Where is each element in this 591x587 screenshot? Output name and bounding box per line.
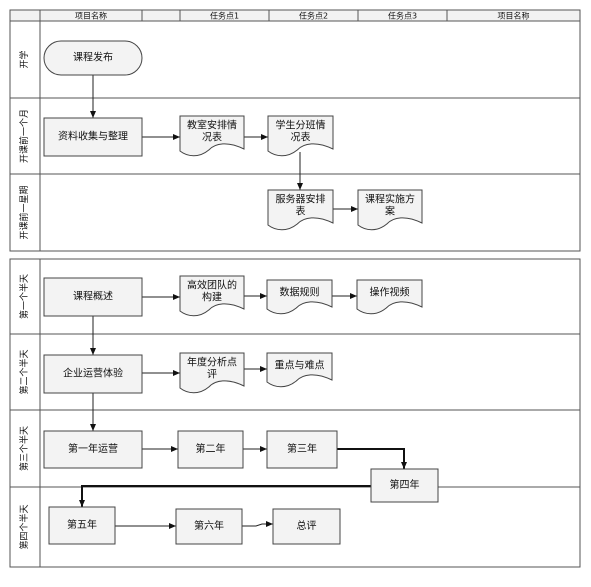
flow-node-terminator: 课程发布 — [43, 40, 143, 76]
document-shape — [267, 189, 334, 231]
panel-border — [9, 20, 581, 252]
flow-node-process: 第三年 — [266, 430, 338, 469]
connector-arrow — [242, 521, 273, 527]
document-shape — [266, 279, 333, 315]
lane-label: 第二个半天 — [18, 349, 30, 394]
node-label: 况表 — [202, 131, 222, 144]
process-shape — [177, 430, 244, 469]
flow-node-document: 重点与难点 — [266, 352, 333, 388]
header-label: 任务点1 — [210, 11, 239, 21]
lane-label: 第一个半天 — [18, 274, 30, 319]
document-shape — [357, 189, 423, 231]
process-shape — [266, 430, 338, 469]
node-label: 第二年 — [196, 442, 226, 455]
flow-node-process: 第二年 — [177, 430, 244, 469]
node-label: 第一年运营 — [68, 442, 118, 455]
document-shape — [179, 352, 245, 394]
node-label: 学生分班情 — [276, 119, 326, 132]
flow-node-process: 第四年 — [370, 468, 439, 503]
node-label: 案 — [385, 205, 395, 218]
header-cell — [9, 9, 41, 22]
header-label: 项目名称 — [498, 11, 530, 21]
node-label: 评 — [207, 369, 217, 381]
header-row: 项目名称 任务点1 任务点2 任务点3 项目名称 — [9, 9, 581, 22]
node-label: 高效团队的 — [187, 279, 237, 292]
node-label: 总评 — [297, 519, 317, 532]
process-shape — [370, 468, 439, 503]
node-label: 数据规则 — [280, 286, 320, 299]
node-label: 况表 — [291, 131, 311, 144]
process-shape — [43, 277, 143, 317]
node-label: 企业运营体验 — [63, 367, 123, 380]
node-label: 第五年 — [67, 518, 97, 531]
node-label: 重点与难点 — [275, 359, 325, 372]
lane-label: 开课前一个月 — [18, 109, 30, 163]
header-label: 任务点3 — [388, 11, 417, 21]
flow-node-process: 资料收集与整理 — [43, 117, 143, 157]
flow-node-process: 课程概述 — [43, 277, 143, 317]
connector-arrow — [79, 485, 371, 507]
process-shape — [43, 117, 143, 157]
lane-label: 开学 — [18, 50, 30, 68]
lane-label: 第四个半天 — [18, 504, 30, 549]
header-label: 项目名称 — [75, 11, 107, 21]
lane-label: 第三个半天 — [18, 426, 30, 471]
node-label: 构建 — [202, 291, 222, 304]
process-shape — [175, 508, 243, 545]
node-label: 课程实施方 — [365, 193, 415, 206]
flow-node-process: 第六年 — [175, 508, 243, 545]
node-label: 表 — [296, 205, 306, 218]
flow-node-process: 总评 — [272, 508, 341, 545]
terminator-shape — [43, 40, 143, 76]
header-cell — [141, 9, 181, 22]
node-label: 第三年 — [287, 442, 317, 455]
node-label: 操作视频 — [370, 286, 410, 299]
node-label: 课程发布 — [73, 51, 113, 64]
flow-node-process: 第一年运营 — [43, 430, 143, 469]
process-shape — [43, 354, 143, 394]
process-shape — [43, 430, 143, 469]
lane-label: 开课前一星期 — [18, 185, 30, 239]
flow-node-process: 企业运营体验 — [43, 354, 143, 394]
process-shape — [272, 508, 341, 545]
document-shape — [356, 279, 423, 315]
panel-border — [9, 258, 581, 568]
flow-nodes: 课程发布资料收集与整理教室安排情况表学生分班情况表服务器安排表课程实施方案课程概… — [43, 40, 439, 545]
node-label: 课程概述 — [73, 290, 113, 303]
connector-arrow — [337, 448, 407, 469]
document-shape — [179, 275, 245, 317]
connectors — [79, 75, 407, 529]
node-label: 教室安排情 — [187, 119, 237, 132]
node-label: 资料收集与整理 — [58, 130, 128, 143]
process-shape — [48, 506, 116, 545]
node-label: 第六年 — [194, 519, 224, 532]
document-shape — [179, 115, 245, 157]
flow-node-process: 第五年 — [48, 506, 116, 545]
document-shape — [267, 115, 334, 157]
node-label: 年度分析点 — [187, 356, 237, 369]
document-shape — [266, 352, 333, 388]
node-label: 第四年 — [390, 478, 420, 491]
header-label: 任务点2 — [299, 11, 328, 21]
flow-node-document: 操作视频 — [356, 279, 423, 315]
node-label: 服务器安排 — [276, 193, 326, 206]
flow-node-document: 数据规则 — [266, 279, 333, 315]
